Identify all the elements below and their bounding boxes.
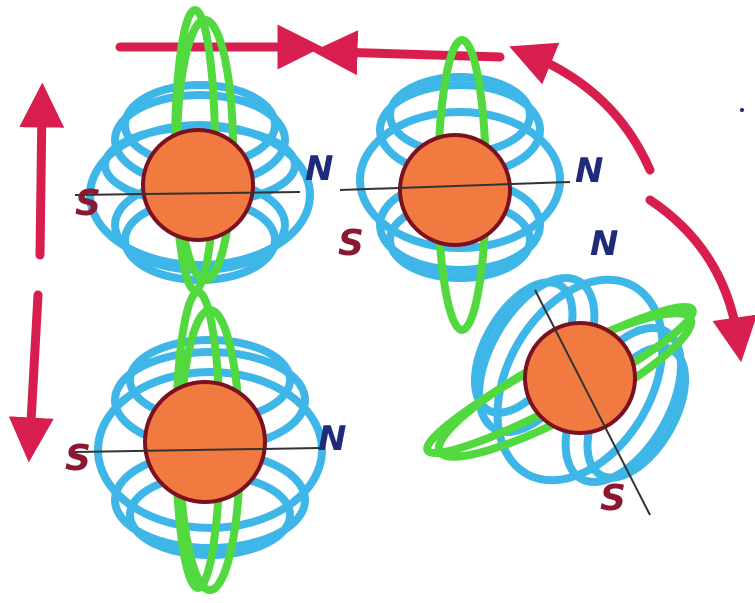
arrow-up-icon	[40, 105, 42, 255]
north-pole-label: N	[305, 149, 333, 189]
arrow-down-icon	[30, 295, 38, 440]
north-pole-label: N	[590, 224, 618, 264]
magnet-bottom-left: S N	[65, 292, 346, 590]
sphere	[145, 382, 265, 502]
magnet-top-left: S N	[75, 10, 333, 290]
south-pole-label: S	[600, 478, 626, 519]
ink-dot	[740, 108, 744, 112]
south-pole-label: S	[338, 223, 364, 264]
south-pole-label: S	[65, 438, 91, 479]
south-pole-label: S	[75, 183, 101, 224]
north-pole-label: N	[575, 151, 603, 191]
north-pole-label: N	[318, 419, 346, 459]
sphere	[400, 135, 510, 245]
sphere	[143, 130, 253, 240]
